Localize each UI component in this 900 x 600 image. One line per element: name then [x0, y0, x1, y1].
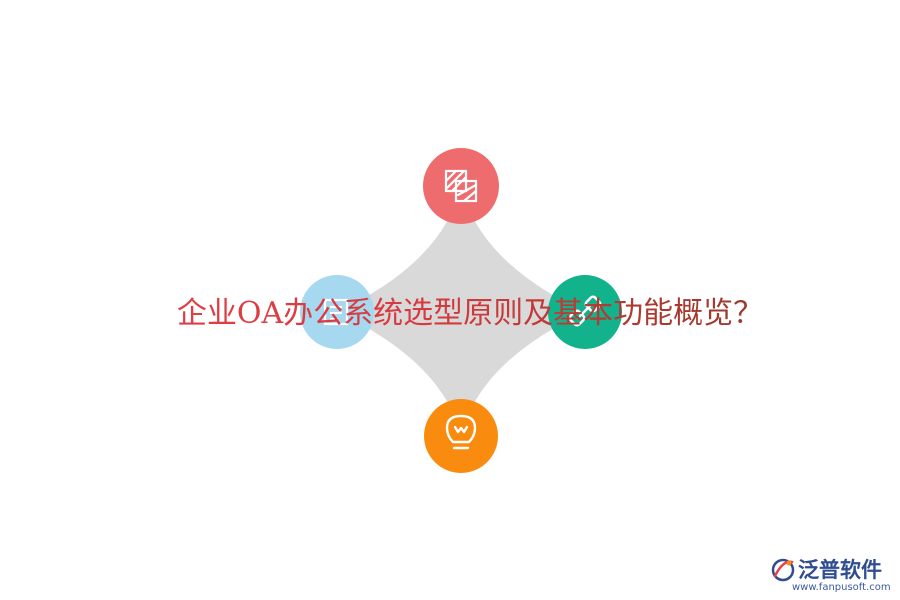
star-shape: [337, 186, 585, 436]
bottom-circle: [424, 399, 498, 473]
logo-name: 泛普软件: [798, 558, 882, 582]
top-circle: [423, 148, 499, 224]
lightbulb-icon: [445, 414, 477, 450]
left-circle: [300, 275, 374, 349]
link-icon: [568, 295, 602, 327]
page-title: 企业OA办公系统选型原则及基本功能概览？: [0, 288, 900, 332]
brand-logo: 泛普软件 www.fanpusoft.com: [770, 554, 891, 594]
fanpu-logo-icon: [771, 558, 795, 582]
right-circle: [548, 275, 622, 349]
document-icon: [323, 298, 349, 326]
hatched-squares-icon: [444, 169, 478, 203]
logo-url: www.fanpusoft.com: [792, 582, 891, 593]
